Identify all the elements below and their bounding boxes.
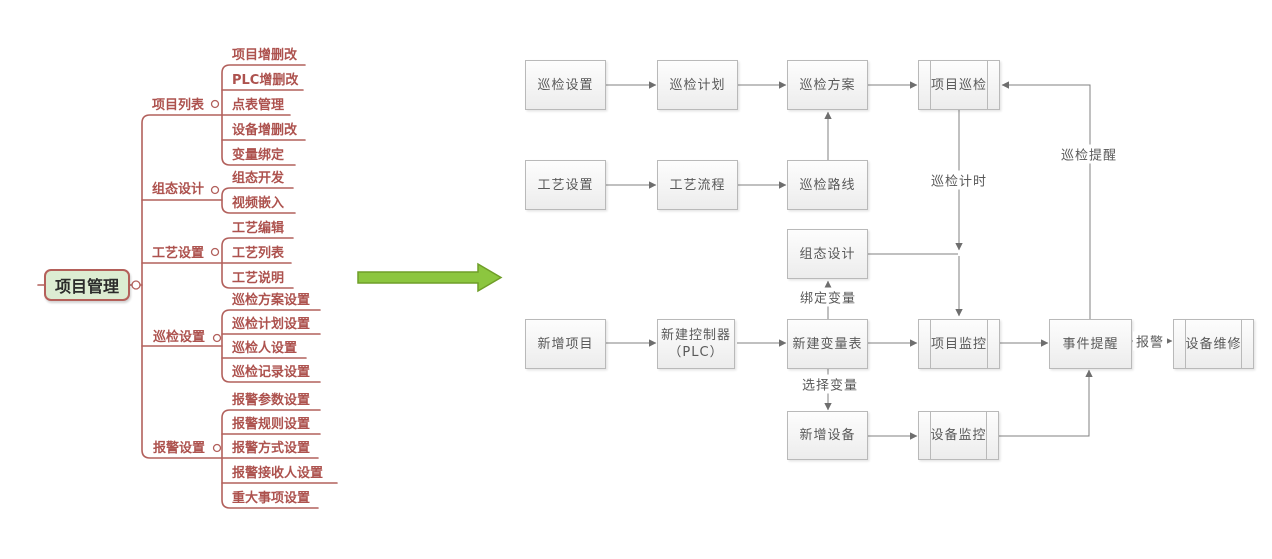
- collapse-toggle-inspection-settings[interactable]: [212, 333, 222, 343]
- flow-node-new-project: 新增项目: [525, 319, 606, 369]
- mindmap-leaf: 视频嵌入: [232, 196, 285, 211]
- flow-node-new-controller-line2: （PLC）: [668, 345, 724, 360]
- mindmap-leaf: 巡检方案设置: [232, 293, 311, 308]
- flow-node-device-monitoring: 设备监控: [918, 411, 999, 460]
- collapse-toggle-config-design[interactable]: [210, 185, 220, 195]
- mindmap-leaf: 工艺编辑: [232, 221, 285, 236]
- flow-node-device-maintenance: 设备维修: [1173, 319, 1254, 369]
- flow-node-project-inspection: 项目巡检: [918, 60, 1000, 110]
- mindmap-branch-inspection-settings: 巡检设置: [153, 330, 206, 345]
- flow-node-process-settings: 工艺设置: [525, 160, 606, 210]
- collapse-toggle-alarm-settings[interactable]: [212, 443, 222, 453]
- mindmap-leaf: 工艺说明: [232, 271, 285, 286]
- mindmap-leaf: 项目增删改: [232, 48, 298, 63]
- edge-label-bind-variables: 绑定变量: [796, 287, 860, 307]
- mindmap-leaf: 点表管理: [232, 98, 285, 113]
- flow-node-config-design: 组态设计: [787, 229, 868, 279]
- mindmap-tree-lines: [37, 64, 338, 509]
- mindmap-leaf: 报警接收人设置: [232, 466, 324, 481]
- edge-label-alarm: 报警: [1132, 331, 1168, 351]
- mindmap-leaf: 巡检计划设置: [232, 317, 311, 332]
- mindmap-root-node: 项目管理: [44, 269, 130, 301]
- mindmap-leaf: 巡检人设置: [232, 341, 298, 356]
- mindmap-branch-process-settings: 工艺设置: [152, 246, 205, 261]
- flow-node-new-device: 新增设备: [787, 411, 868, 460]
- mindmap-branch-alarm-settings: 报警设置: [153, 441, 206, 456]
- edge-label-inspection-timing: 巡检计时: [927, 170, 991, 190]
- flow-node-project-monitoring: 项目监控: [918, 319, 1000, 369]
- collapse-toggle-process-settings[interactable]: [210, 247, 220, 257]
- mindmap-leaf: 设备增删改: [232, 123, 298, 138]
- mindmap-leaf: PLC增删改: [232, 73, 299, 88]
- edge-label-inspection-reminder: 巡检提醒: [1057, 144, 1121, 164]
- flowchart-edges: [605, 81, 1173, 440]
- mindmap-branch-project-list: 项目列表: [152, 98, 205, 113]
- mindmap-branch-config-design: 组态设计: [152, 182, 205, 197]
- mindmap-leaf: 工艺列表: [232, 246, 285, 261]
- mindmap-leaf: 报警参数设置: [232, 393, 311, 408]
- green-transform-arrow: [357, 262, 503, 293]
- flow-node-inspection-settings: 巡检设置: [525, 60, 606, 110]
- flow-node-process-flow: 工艺流程: [657, 160, 738, 210]
- edge-label-select-variables: 选择变量: [798, 374, 862, 394]
- mindmap-leaf: 报警方式设置: [232, 441, 311, 456]
- flow-node-new-variable-table: 新建变量表: [787, 319, 868, 369]
- flow-node-new-controller-line1: 新建控制器: [660, 328, 731, 343]
- flow-node-inspection-scheme: 巡检方案: [787, 60, 868, 110]
- mindmap-leaf: 组态开发: [232, 171, 285, 186]
- mindmap-leaf: 变量绑定: [232, 148, 285, 163]
- collapse-toggle-project-list[interactable]: [210, 99, 220, 109]
- mindmap-leaf: 重大事项设置: [232, 491, 311, 506]
- mindmap-leaf: 报警规则设置: [232, 417, 311, 432]
- flow-node-new-controller: 新建控制器 （PLC）: [657, 319, 735, 369]
- mindmap-leaf: 巡检记录设置: [232, 365, 311, 380]
- flow-node-inspection-route: 巡检路线: [787, 160, 868, 210]
- collapse-toggle-root[interactable]: [131, 280, 141, 290]
- flow-node-event-reminder: 事件提醒: [1049, 319, 1132, 369]
- flow-node-inspection-plan: 巡检计划: [657, 60, 738, 110]
